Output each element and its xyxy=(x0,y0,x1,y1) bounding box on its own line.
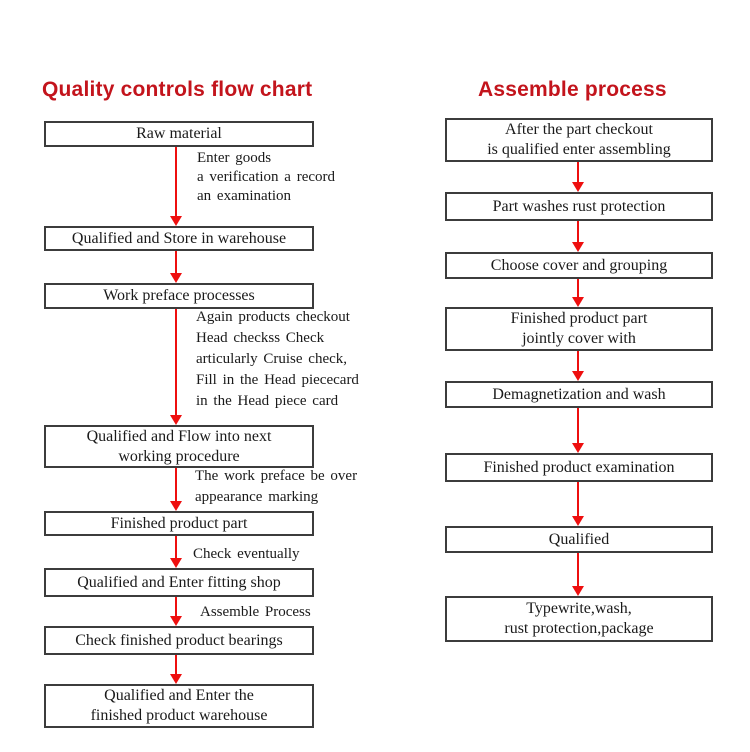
flow-box-after-part-checkout: After the part checkout is qualified ent… xyxy=(445,118,713,162)
down-arrow xyxy=(170,147,183,226)
arrow-annotation-again-products-checkout: Again products checkout Head checkss Che… xyxy=(196,309,359,409)
left-chart-title: Quality controls flow chart xyxy=(42,78,313,101)
arrow-annotation-check-eventually: Check eventually xyxy=(193,546,300,562)
down-arrow xyxy=(170,251,183,283)
flow-box-check-finished-product-bearings: Check finished product bearings xyxy=(44,626,314,655)
flow-box-demagnetization-wash: Demagnetization and wash xyxy=(445,381,713,408)
flow-box-part-washes-rust-protection: Part washes rust protection xyxy=(445,192,713,221)
down-arrow xyxy=(572,408,585,453)
down-arrow xyxy=(572,553,585,596)
down-arrow xyxy=(170,309,183,425)
flow-box-work-preface-processes: Work preface processes xyxy=(44,283,314,309)
down-arrow xyxy=(572,221,585,252)
down-arrow xyxy=(572,351,585,381)
arrow-annotation-work-preface-over: The work preface be over appearance mark… xyxy=(195,468,358,505)
down-arrow xyxy=(572,482,585,526)
down-arrow xyxy=(170,655,183,684)
arrow-annotation-enter-goods: Enter goods a verification a record an e… xyxy=(197,150,336,204)
arrow-annotation-assemble-process: Assemble Process xyxy=(200,604,311,620)
flow-box-qualified-enter-finished-warehouse: Qualified and Enter the finished product… xyxy=(44,684,314,728)
flow-box-raw-material: Raw material xyxy=(44,121,314,147)
down-arrow xyxy=(572,279,585,307)
flow-box-qualified-store-warehouse: Qualified and Store in warehouse xyxy=(44,226,314,251)
right-chart-title: Assemble process xyxy=(478,78,667,101)
down-arrow xyxy=(170,536,183,568)
flow-box-finished-product-part: Finished product part xyxy=(44,511,314,536)
flow-box-typewrite-wash-package: Typewrite,wash, rust protection,package xyxy=(445,596,713,642)
down-arrow xyxy=(170,468,183,511)
flow-box-qualified: Qualified xyxy=(445,526,713,553)
down-arrow xyxy=(170,597,183,626)
flow-box-qualified-enter-fitting-shop: Qualified and Enter fitting shop xyxy=(44,568,314,597)
flow-box-qualified-flow-next-procedure: Qualified and Flow into next working pro… xyxy=(44,425,314,468)
down-arrow xyxy=(572,162,585,192)
flow-box-choose-cover-grouping: Choose cover and grouping xyxy=(445,252,713,279)
flow-box-finished-product-examination: Finished product examination xyxy=(445,453,713,482)
flow-box-finished-product-jointly-cover: Finished product part jointly cover with xyxy=(445,307,713,351)
